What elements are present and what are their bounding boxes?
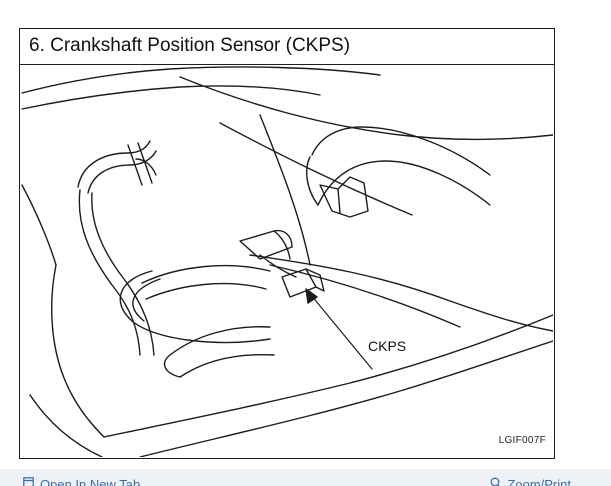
- zoom-icon: [490, 477, 501, 486]
- crankshaft-sensor-illustration: [21, 66, 553, 457]
- open-in-new-tab-label: Open In New Tab: [40, 477, 141, 486]
- figure-title: 6. Crankshaft Position Sensor (CKPS): [20, 29, 554, 65]
- zoom-print-label: Zoom/Print: [507, 477, 571, 486]
- open-in-new-tab-link[interactable]: Open In New Tab: [23, 477, 140, 486]
- zoom-print-link[interactable]: Zoom/Print: [490, 477, 571, 486]
- figure-frame: 6. Crankshaft Position Sensor (CKPS): [19, 28, 555, 459]
- ckps-callout-label: CKPS: [368, 338, 407, 354]
- figure-code: LGIF007F: [498, 435, 546, 446]
- open-in-new-tab-icon: [23, 477, 34, 486]
- image-toolbar: Open In New Tab Zoom/Print: [0, 469, 611, 486]
